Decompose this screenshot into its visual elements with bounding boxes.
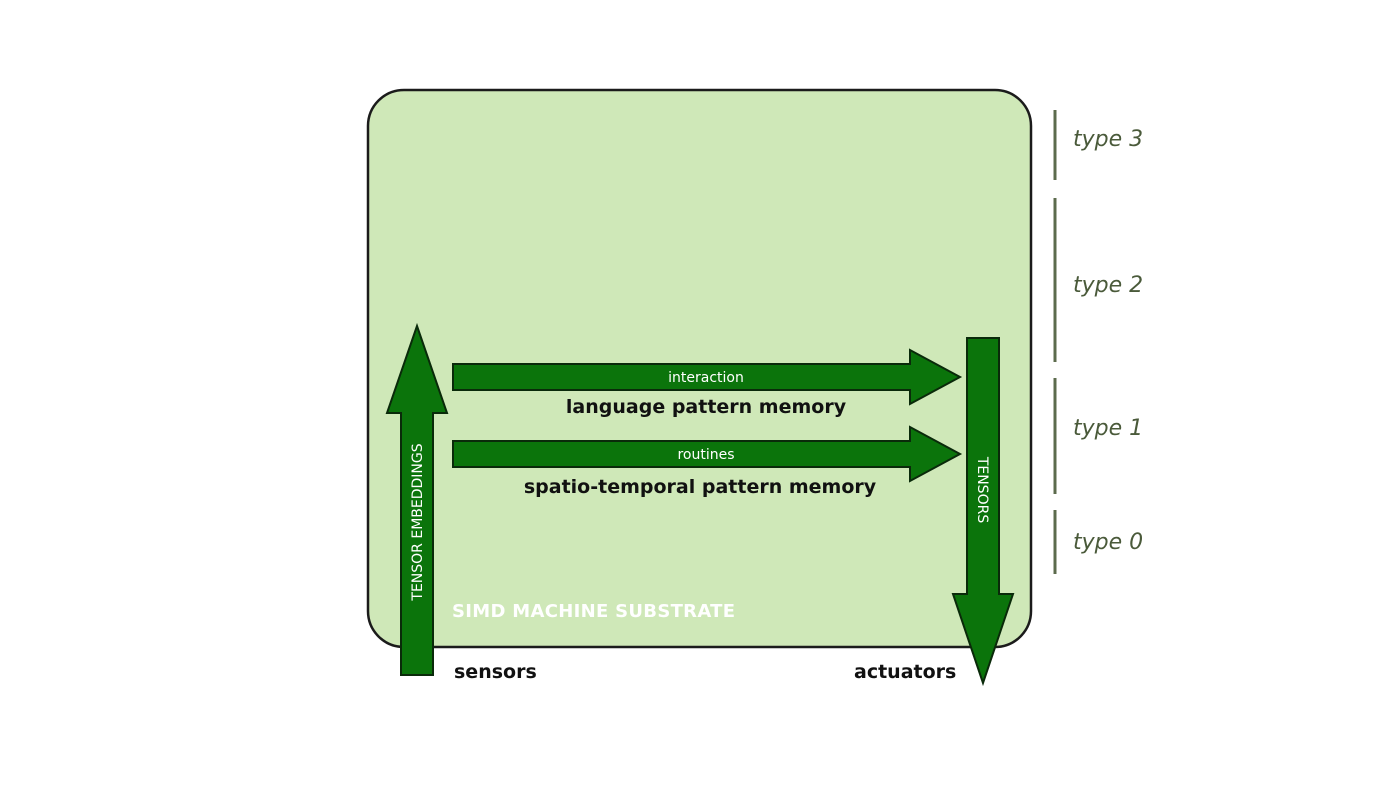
interaction-label: interaction	[668, 370, 744, 386]
sensors-label: sensors	[454, 661, 537, 683]
type-3-label: type 3	[1073, 127, 1143, 152]
type-2-label: type 2	[1073, 273, 1143, 298]
language-memory-label: language pattern memory	[566, 396, 847, 418]
substrate-label: SIMD MACHINE SUBSTRATE	[452, 601, 735, 622]
actuators-label: actuators	[854, 661, 956, 683]
routines-arrow	[452, 425, 963, 483]
interaction-arrow	[452, 348, 963, 406]
tensors-arrow	[951, 337, 1015, 687]
type-0-label: type 0	[1073, 530, 1143, 555]
spatio-temporal-memory-label: spatio-temporal pattern memory	[524, 476, 877, 498]
routines-label: routines	[677, 447, 734, 463]
tensors-label: TENSORS	[974, 456, 990, 524]
tensor-embeddings-label: TENSOR EMBEDDINGS	[410, 443, 426, 601]
type-1-label: type 1	[1073, 416, 1143, 441]
tensor-embeddings-arrow	[385, 322, 449, 676]
